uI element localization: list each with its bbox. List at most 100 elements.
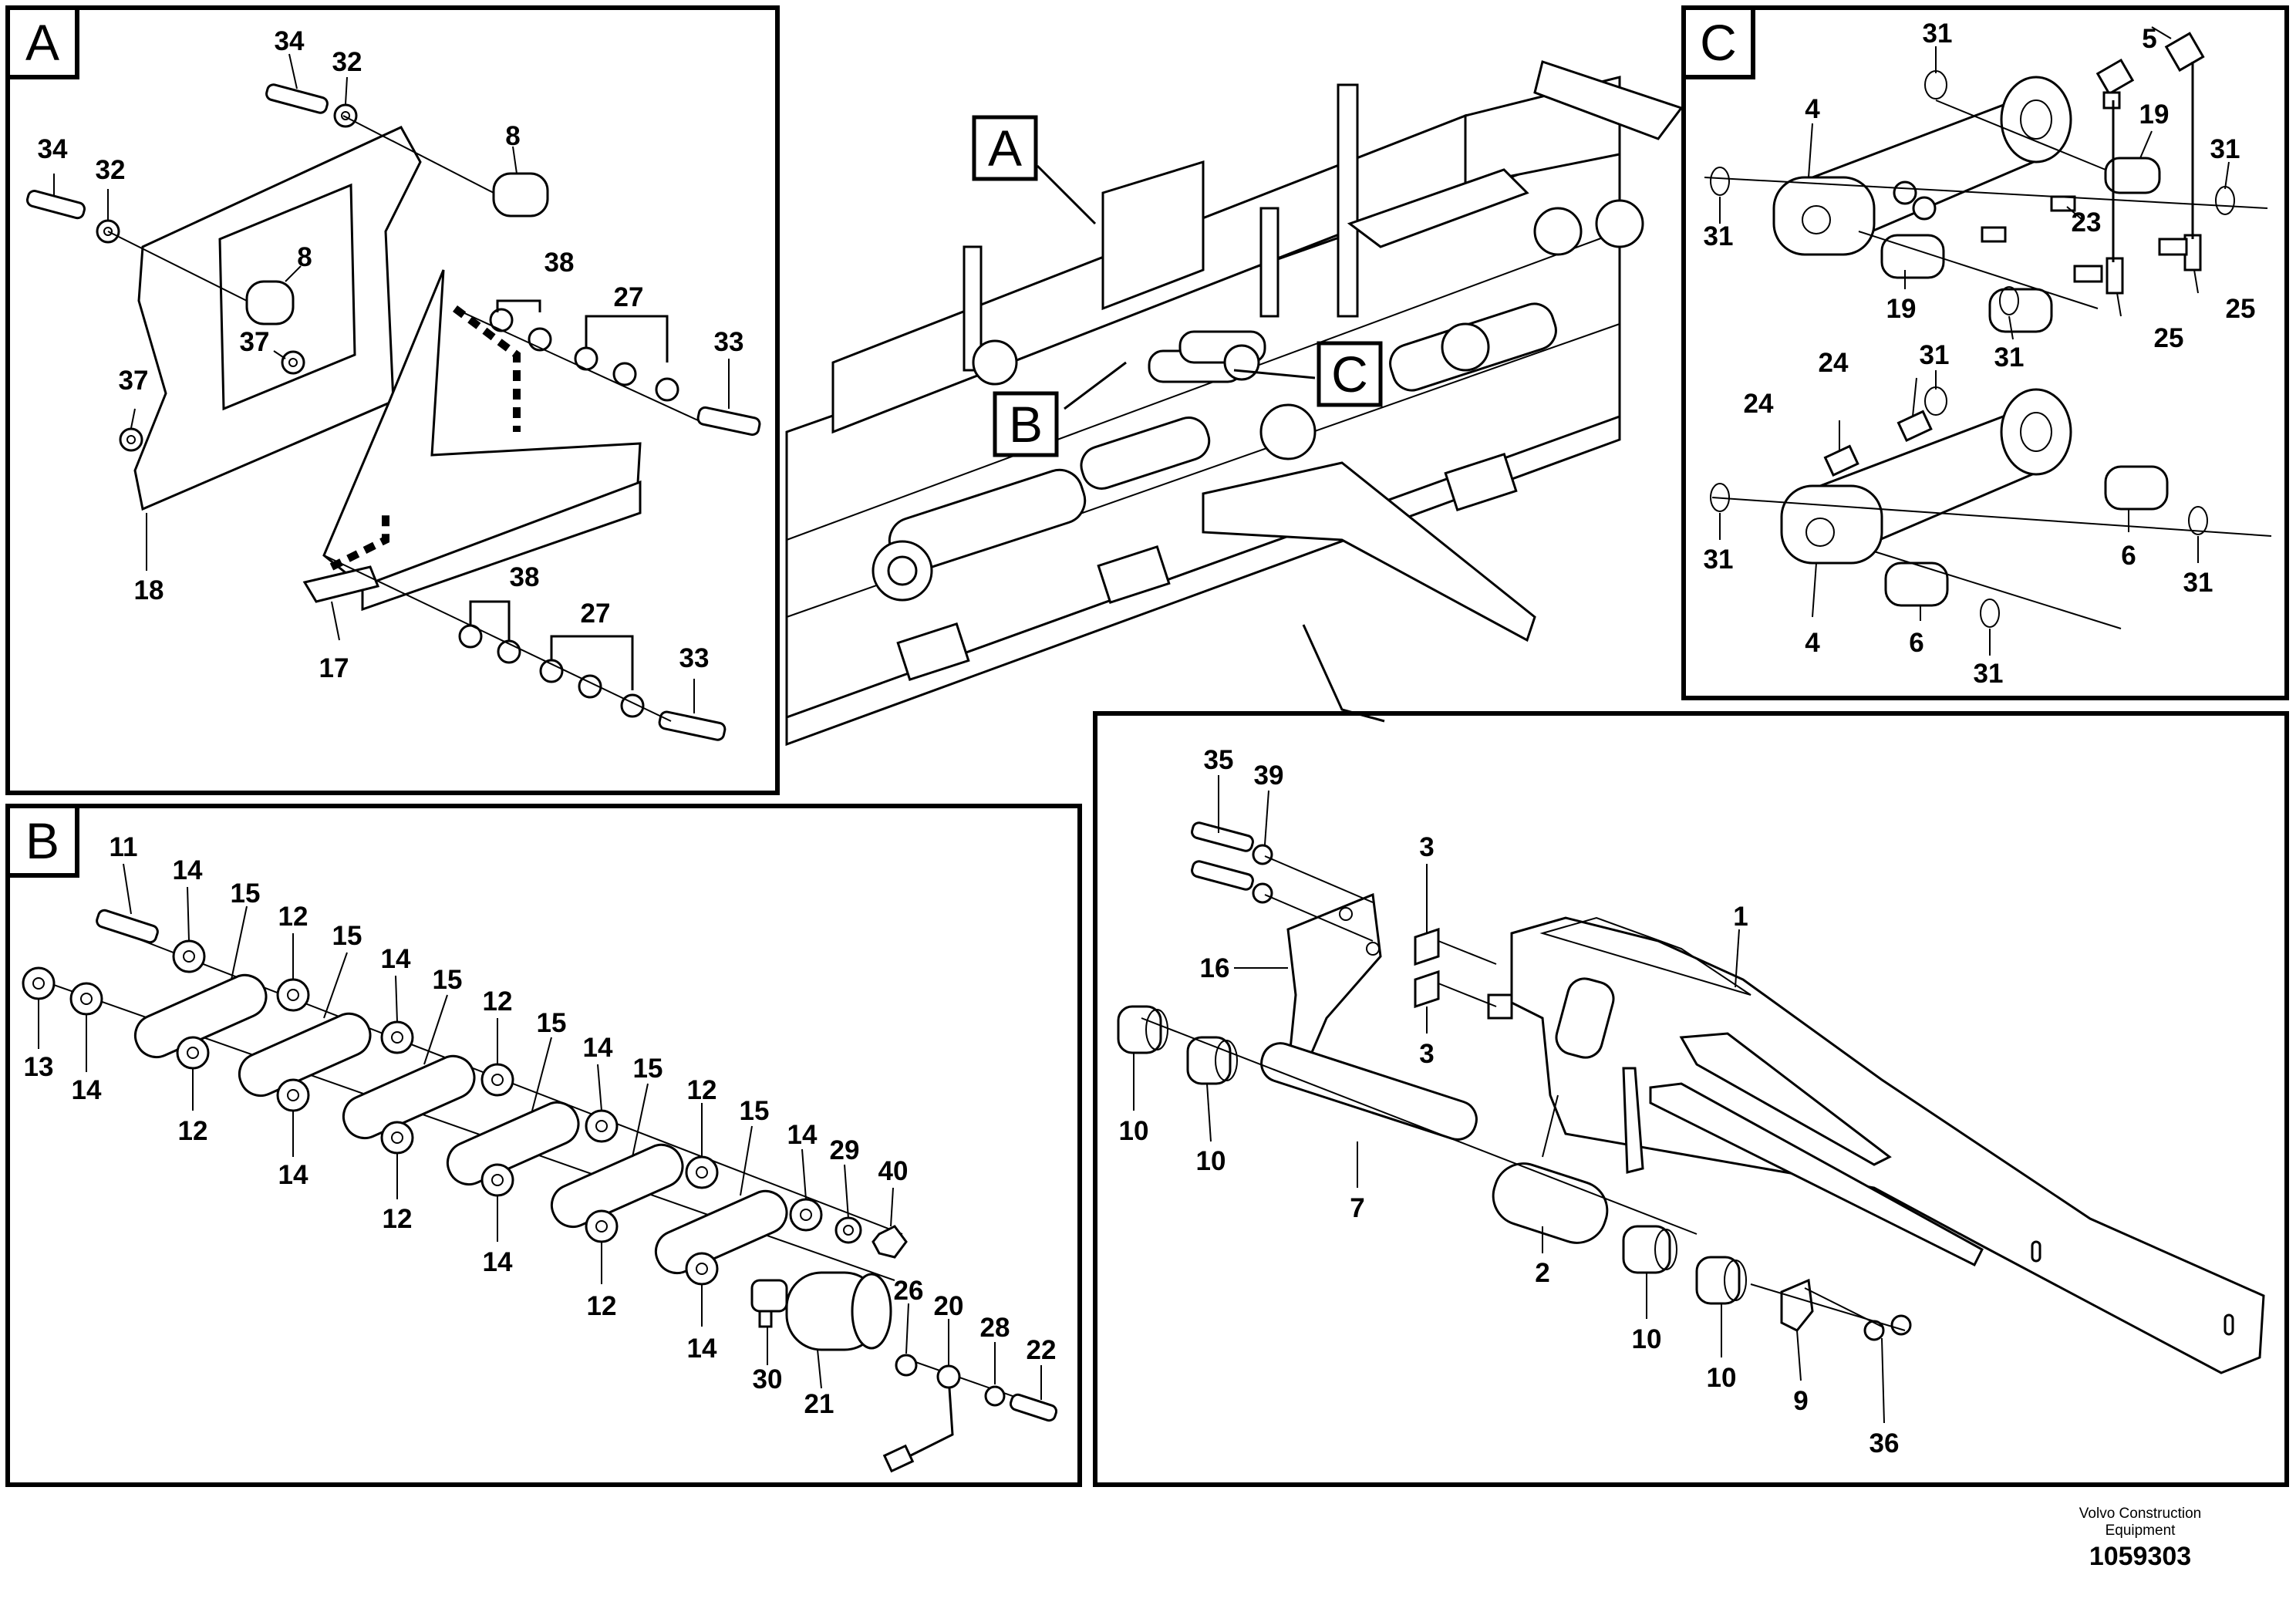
label-24: 24 bbox=[1744, 389, 1774, 419]
label-31: 31 bbox=[1923, 19, 1953, 49]
label-13: 13 bbox=[24, 1052, 54, 1082]
label-10: 10 bbox=[1707, 1363, 1737, 1393]
label-14: 14 bbox=[483, 1247, 513, 1277]
panel-c: C bbox=[1681, 5, 2289, 700]
label-14: 14 bbox=[173, 855, 203, 885]
label-31: 31 bbox=[2210, 134, 2240, 164]
label-16: 16 bbox=[1200, 953, 1230, 983]
label-14: 14 bbox=[381, 944, 411, 974]
label-19: 19 bbox=[1886, 294, 1917, 324]
label-20: 20 bbox=[934, 1291, 964, 1321]
label-3: 3 bbox=[1419, 832, 1434, 862]
label-31: 31 bbox=[1704, 221, 1734, 251]
panel-detail-labels: 35 39 3 1 16 3 10 10 7 2 10 10 9 36 bbox=[1119, 745, 1900, 1458]
svg-text:A: A bbox=[988, 120, 1022, 177]
label-8: 8 bbox=[297, 242, 312, 272]
label-1: 1 bbox=[1733, 902, 1748, 932]
label-11: 11 bbox=[110, 832, 138, 862]
label-14: 14 bbox=[787, 1120, 818, 1150]
label-32: 32 bbox=[332, 47, 362, 77]
label-28: 28 bbox=[980, 1313, 1010, 1343]
label-33: 33 bbox=[714, 327, 744, 357]
panel-a-letter: A bbox=[25, 14, 59, 71]
panel-detail: 35 39 3 1 16 3 10 10 7 2 10 10 9 36 bbox=[1093, 711, 2289, 1487]
label-8: 8 bbox=[505, 121, 520, 151]
label-10: 10 bbox=[1119, 1116, 1149, 1146]
label-15: 15 bbox=[633, 1054, 663, 1084]
leaders-b bbox=[38, 863, 1042, 1400]
bracket bbox=[1286, 892, 1382, 1074]
label-4: 4 bbox=[1805, 628, 1820, 658]
label-12: 12 bbox=[587, 1291, 617, 1321]
svg-text:C: C bbox=[1331, 346, 1368, 403]
label-9: 9 bbox=[1793, 1386, 1808, 1416]
label-24: 24 bbox=[1819, 348, 1849, 378]
label-17: 17 bbox=[319, 653, 349, 683]
label-32: 32 bbox=[96, 155, 126, 185]
nut bbox=[872, 1225, 908, 1259]
label-26: 26 bbox=[894, 1276, 924, 1306]
label-30: 30 bbox=[753, 1364, 783, 1394]
label-15: 15 bbox=[433, 965, 463, 995]
panel-a: A bbox=[5, 5, 780, 795]
snap-rings bbox=[1710, 70, 2235, 628]
footer-line2: Equipment bbox=[2105, 1523, 2176, 1539]
label-2: 2 bbox=[1535, 1258, 1549, 1288]
label-10: 10 bbox=[1196, 1146, 1226, 1176]
label-37: 37 bbox=[119, 366, 149, 396]
label-14: 14 bbox=[72, 1075, 102, 1105]
panel-b: B bbox=[5, 804, 1082, 1487]
label-36: 36 bbox=[1870, 1428, 1900, 1458]
footer-line1: Volvo Construction bbox=[2079, 1506, 2202, 1522]
label-40: 40 bbox=[878, 1156, 909, 1186]
label-4: 4 bbox=[1805, 94, 1820, 124]
label-18: 18 bbox=[134, 575, 164, 605]
overview-callout-a: A bbox=[972, 115, 1038, 181]
upper-cylinder bbox=[1772, 76, 2161, 333]
label-25: 25 bbox=[2226, 294, 2256, 324]
label-14: 14 bbox=[583, 1033, 613, 1063]
svg-text:B: B bbox=[1009, 396, 1043, 453]
label-23: 23 bbox=[2072, 207, 2102, 238]
panel-a-labels: 34 32 8 34 32 8 38 27 33 37 37 18 38 27 … bbox=[38, 26, 744, 683]
label-21: 21 bbox=[804, 1389, 834, 1419]
overview-machine-drawing bbox=[785, 60, 1684, 747]
footer-credit: Volvo Construction Equipment 1059303 bbox=[2044, 1506, 2237, 1573]
label-10: 10 bbox=[1632, 1324, 1662, 1354]
lower-cylinder bbox=[1780, 388, 2169, 607]
label-14: 14 bbox=[687, 1334, 717, 1364]
label-12: 12 bbox=[687, 1075, 717, 1105]
label-39: 39 bbox=[1254, 760, 1284, 791]
panel-c-letter: C bbox=[1700, 14, 1737, 71]
label-14: 14 bbox=[278, 1160, 308, 1190]
arm bbox=[1487, 916, 2265, 1374]
label-27: 27 bbox=[614, 282, 644, 312]
label-5: 5 bbox=[2142, 24, 2156, 54]
overview-callout-c: C bbox=[1317, 341, 1383, 407]
label-33: 33 bbox=[679, 643, 710, 673]
label-37: 37 bbox=[240, 327, 270, 357]
label-31: 31 bbox=[1994, 342, 2025, 373]
label-15: 15 bbox=[231, 878, 261, 909]
label-6: 6 bbox=[2121, 541, 2136, 571]
label-31: 31 bbox=[1704, 545, 1734, 575]
label-27: 27 bbox=[581, 599, 611, 629]
label-12: 12 bbox=[383, 1204, 413, 1234]
label-34: 34 bbox=[275, 26, 305, 56]
label-3: 3 bbox=[1419, 1039, 1434, 1069]
label-15: 15 bbox=[332, 921, 362, 951]
washers-b bbox=[22, 939, 1006, 1407]
label-12: 12 bbox=[278, 902, 308, 932]
label-12: 12 bbox=[178, 1116, 208, 1146]
label-25: 25 bbox=[2154, 323, 2184, 353]
label-12: 12 bbox=[483, 986, 513, 1017]
label-15: 15 bbox=[740, 1096, 770, 1126]
footer-number: 1059303 bbox=[2089, 1542, 2192, 1571]
label-31: 31 bbox=[2183, 568, 2213, 598]
label-22: 22 bbox=[1027, 1335, 1057, 1365]
label-15: 15 bbox=[537, 1008, 567, 1038]
label-31: 31 bbox=[1920, 340, 1950, 370]
link-plates bbox=[133, 973, 788, 1275]
label-35: 35 bbox=[1204, 745, 1234, 775]
bushings bbox=[1117, 1005, 1814, 1332]
